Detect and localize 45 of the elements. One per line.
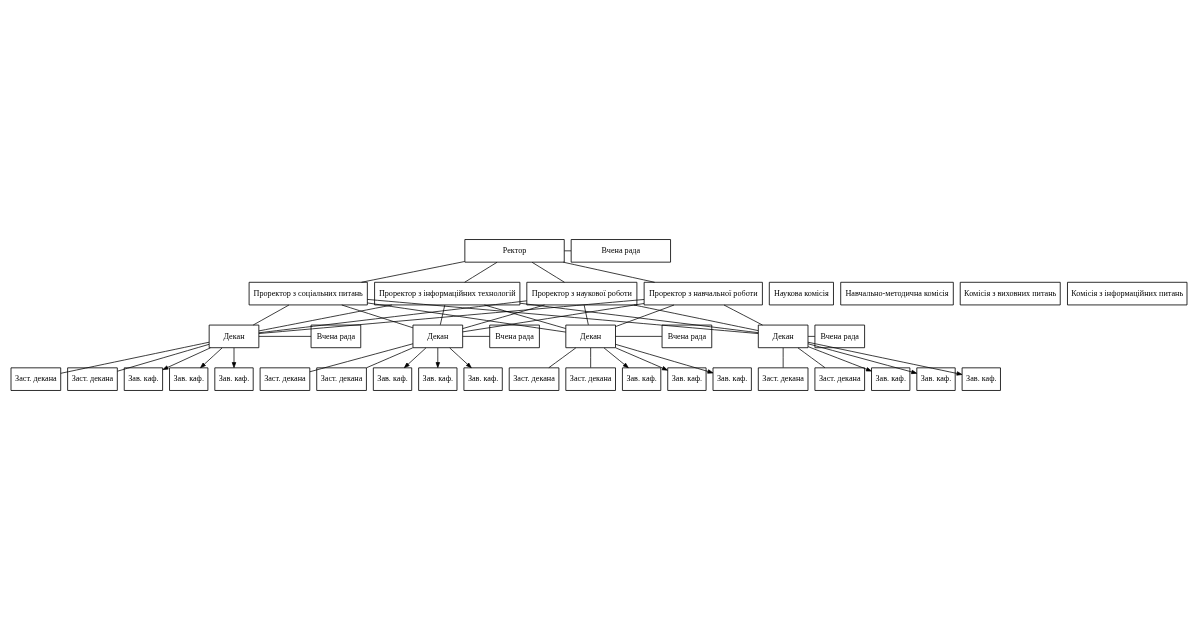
connector (341, 304, 414, 329)
connector (462, 336, 490, 337)
connector (367, 302, 567, 333)
connector (361, 261, 465, 283)
connector (258, 299, 645, 334)
arrow (449, 347, 472, 369)
connector (366, 347, 414, 369)
connector (309, 343, 414, 373)
arrow (807, 341, 963, 376)
connector (723, 304, 763, 326)
connector (782, 347, 784, 368)
connector (439, 304, 446, 326)
arrow (231, 347, 237, 368)
connector (258, 336, 312, 337)
connector (464, 261, 498, 283)
connector (252, 304, 290, 326)
connector (367, 299, 759, 334)
arrow (615, 343, 714, 374)
connector (590, 347, 592, 368)
connector (462, 303, 645, 333)
connector (615, 336, 663, 337)
arrow (435, 347, 440, 368)
connector (563, 261, 655, 283)
connector (462, 304, 545, 329)
connector (564, 250, 572, 252)
connector (60, 341, 210, 374)
connector (633, 304, 759, 331)
connector (117, 343, 210, 372)
arrow (162, 347, 211, 370)
connector (519, 302, 759, 334)
connector (484, 304, 567, 329)
arrow (403, 347, 427, 369)
connector (548, 347, 577, 369)
arrow (807, 343, 918, 375)
connector (583, 304, 589, 326)
connector (807, 336, 816, 337)
arrow (200, 347, 223, 369)
arrow (615, 347, 668, 371)
arrow (603, 347, 629, 369)
connector (531, 261, 565, 283)
connector (258, 300, 528, 334)
connector (258, 304, 393, 332)
connector (615, 304, 675, 327)
arrow (807, 346, 872, 372)
connector (797, 347, 826, 369)
